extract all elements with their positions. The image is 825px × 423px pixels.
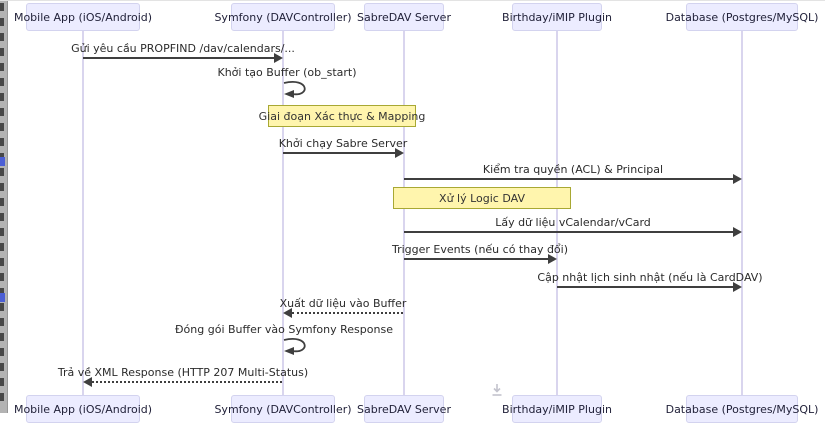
clipped-link-fragment <box>0 293 5 302</box>
actor-label: SabreDAV Server <box>357 10 451 24</box>
lifeline-sabredav <box>403 31 405 395</box>
actor-sabredav-bottom: SabreDAV Server <box>357 395 451 423</box>
arrowhead-icon <box>83 377 92 387</box>
note-label: Xử lý Logic DAV <box>439 191 525 205</box>
message-line <box>83 57 274 59</box>
arrowhead-icon <box>733 282 742 292</box>
actor-label: Symfony (DAVController) <box>214 402 352 416</box>
arrowhead-icon <box>274 53 283 63</box>
arrowhead-icon <box>548 254 557 264</box>
actor-label: Database (Postgres/MySQL) <box>665 10 819 24</box>
arrowhead-icon <box>283 308 292 318</box>
arrowhead-icon <box>395 148 404 158</box>
lifeline-database <box>741 31 743 395</box>
actor-mobile-app-bottom: Mobile App (iOS/Android) <box>14 395 152 423</box>
lifeline-mobile-app <box>82 31 84 395</box>
actor-label: Mobile App (iOS/Android) <box>13 402 153 416</box>
actor-database-bottom: Database (Postgres/MySQL) <box>666 395 818 423</box>
message-label: Xuất dữ liệu vào Buffer <box>279 297 407 310</box>
lifeline-symfony <box>282 31 284 395</box>
download-icon <box>492 383 501 396</box>
actor-birthday-plugin-top: Birthday/iMIP Plugin <box>502 3 612 31</box>
actor-sabredav-top: SabreDAV Server <box>357 3 451 31</box>
note-dav-logic: Xử lý Logic DAV <box>393 187 571 209</box>
message-label: Cập nhật lịch sinh nhật (nếu là CardDAV) <box>537 271 763 284</box>
self-loop-arrow-icon <box>283 80 306 98</box>
message-label: Kiểm tra quyền (ACL) & Principal <box>482 163 664 176</box>
message-line <box>404 258 548 260</box>
message-label: Trigger Events (nếu có thay đổi) <box>391 243 569 256</box>
actor-label: Birthday/iMIP Plugin <box>502 402 612 416</box>
clipped-left-panel-edge <box>0 1 8 413</box>
message-line <box>404 231 733 233</box>
actor-label: Database (Postgres/MySQL) <box>665 402 819 416</box>
clipped-link-fragment <box>0 157 5 166</box>
actor-label: Birthday/iMIP Plugin <box>502 10 612 24</box>
clipped-text-fragments <box>0 3 4 405</box>
note-label: Giai đoạn Xác thực & Mapping <box>258 109 426 123</box>
message-label: Trả về XML Response (HTTP 207 Multi-Stat… <box>57 366 309 379</box>
lifeline-birthday-plugin <box>556 31 558 395</box>
actor-label: Symfony (DAVController) <box>214 10 352 24</box>
self-loop-arrow-icon <box>283 337 306 355</box>
message-line <box>292 312 403 314</box>
message-label: Khởi chạy Sabre Server <box>278 137 408 150</box>
message-label: Khởi tạo Buffer (ob_start) <box>217 66 357 79</box>
actor-label: SabreDAV Server <box>357 402 451 416</box>
note-auth-mapping: Giai đoạn Xác thực & Mapping <box>259 105 425 127</box>
message-label: Gửi yêu cầu PROPFIND /dav/calendars/... <box>71 42 295 55</box>
message-label: Lấy dữ liệu vCalendar/vCard <box>495 216 651 229</box>
message-line <box>92 381 282 383</box>
actor-database-top: Database (Postgres/MySQL) <box>666 3 818 31</box>
actor-mobile-app-top: Mobile App (iOS/Android) <box>14 3 152 31</box>
message-label: Đóng gói Buffer vào Symfony Response <box>175 323 393 336</box>
actor-symfony-bottom: Symfony (DAVController) <box>214 395 352 423</box>
arrowhead-icon <box>733 227 742 237</box>
arrowhead-icon <box>733 174 742 184</box>
actor-label: Mobile App (iOS/Android) <box>13 10 153 24</box>
actor-symfony-top: Symfony (DAVController) <box>214 3 352 31</box>
download-button[interactable] <box>487 380 506 399</box>
message-line <box>283 152 395 154</box>
actor-birthday-plugin-bottom: Birthday/iMIP Plugin <box>502 395 612 423</box>
message-line <box>404 178 733 180</box>
message-line <box>557 286 733 288</box>
